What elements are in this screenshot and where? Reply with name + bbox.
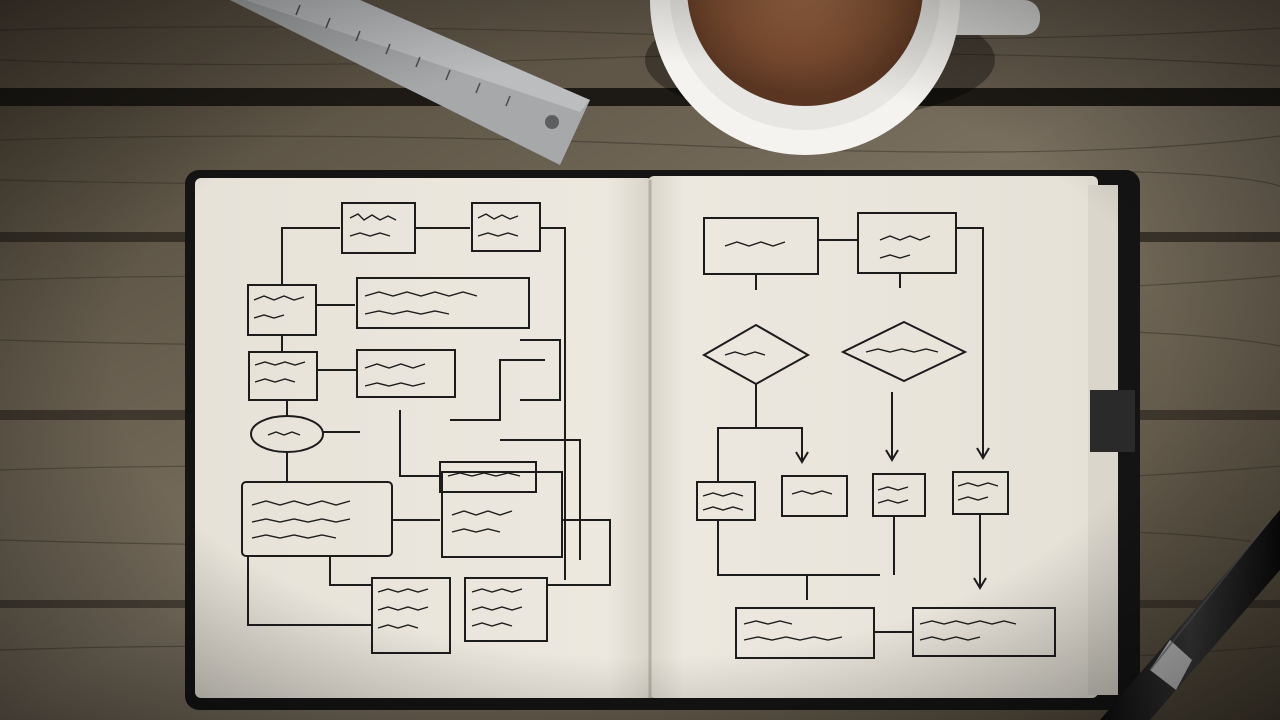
vignette-overlay — [0, 0, 1280, 720]
photo-scene — [0, 0, 1280, 720]
